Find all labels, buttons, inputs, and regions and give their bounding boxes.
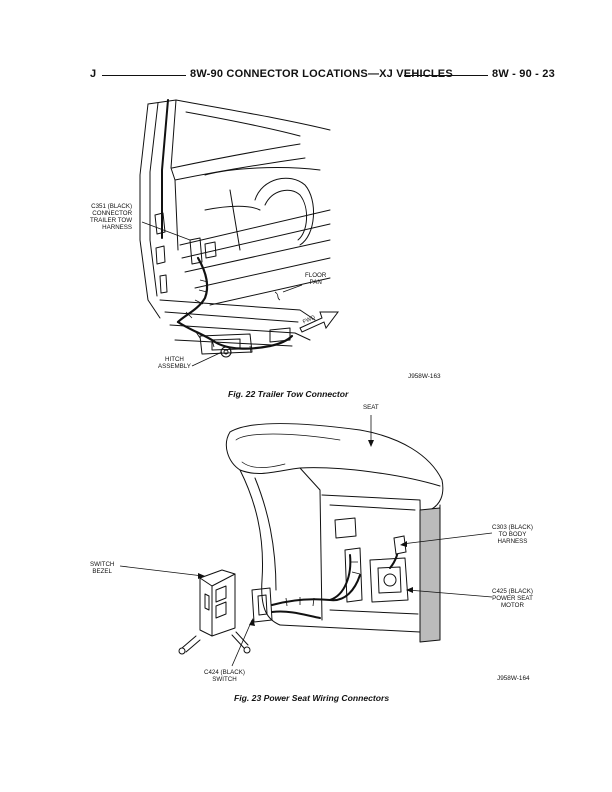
switch-bezel-label-line: SWITCH [90,561,115,568]
c425-label: C425 (BLACK) POWER SEAT MOTOR [492,588,533,609]
fwd-arrow-icon [299,311,339,333]
hitch-label-line: ASSEMBLY [158,363,191,370]
seat-label: SEAT [363,404,379,411]
hitch-assembly-label: HITCH ASSEMBLY [158,356,191,370]
c424-label-line: C424 (BLACK) [204,669,245,676]
figure-23-code: J958W-164 [497,675,530,682]
header-rule-right [404,75,488,76]
c303-label-line: C303 (BLACK) [492,524,533,531]
figure-22-code: J958W-163 [408,373,441,380]
c303-label-line: TO BODY [498,531,527,538]
switch-bezel-label: SWITCH BEZEL [90,561,114,575]
switch-bezel-label-line: BEZEL [92,568,112,575]
c351-label-line: CONNECTOR [92,210,133,217]
floor-pan-label-line: PAN [309,279,322,286]
c351-label: C351 (BLACK) CONNECTOR TRAILER TOW HARNE… [90,203,132,231]
c303-label: C303 (BLACK) TO BODY HARNESS [492,524,533,545]
c303-label-line: HARNESS [497,538,528,545]
c425-label-line: MOTOR [501,602,524,609]
hitch-label-line: HITCH [165,356,184,363]
floor-pan-label: FLOOR PAN [305,272,326,286]
c425-label-line: C425 (BLACK) [492,588,533,595]
c351-label-line: HARNESS [102,224,133,231]
c424-label: C424 (BLACK) SWITCH [204,669,245,683]
header-title: 8W-90 CONNECTOR LOCATIONS—XJ VEHICLES [190,68,453,80]
c351-label-line: C351 (BLACK) [91,203,133,210]
page-header: J 8W-90 CONNECTOR LOCATIONS—XJ VEHICLES … [90,68,555,84]
figure-23-caption: Fig. 23 Power Seat Wiring Connectors [234,693,390,703]
floor-pan-label-line: FLOOR [305,272,327,279]
figure-22-caption: Fig. 22 Trailer Tow Connector [228,389,349,399]
c424-label-line: SWITCH [212,676,237,683]
header-rule-left [102,75,186,76]
header-section-letter: J [90,68,97,80]
c425-label-line: POWER SEAT [492,595,533,602]
c351-label-line: TRAILER TOW [90,217,133,224]
header-page-number: 8W - 90 - 23 [492,68,555,80]
